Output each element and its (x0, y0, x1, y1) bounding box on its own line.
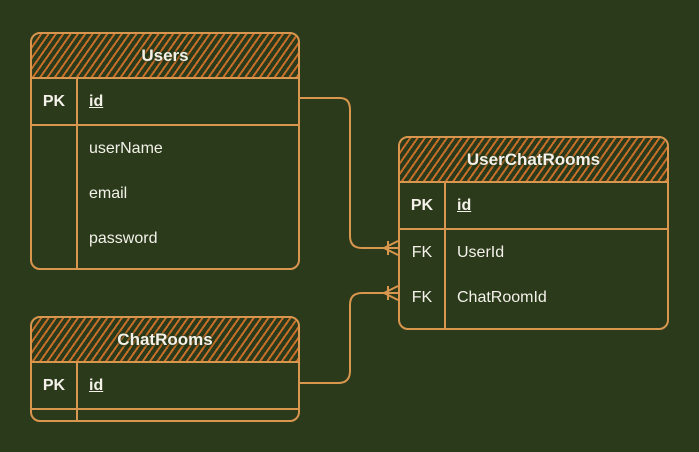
userchatrooms-table[interactable]: UserChatRooms PK id FK UserId FK ChatRoo… (398, 136, 669, 330)
field-row: password (32, 216, 298, 261)
table-title: ChatRooms (32, 318, 298, 363)
pk-row: PK id (32, 79, 298, 126)
chatrooms-table[interactable]: ChatRooms PK id (30, 316, 300, 422)
field-userid: UserId (457, 243, 505, 261)
field-row: userName (32, 126, 298, 171)
pk-label: PK (42, 92, 66, 110)
table-title: UserChatRooms (400, 138, 667, 183)
pk-row: PK id (400, 183, 667, 230)
column-divider (444, 181, 446, 328)
field-email: email (89, 184, 128, 202)
crow-foot-icon (383, 240, 399, 256)
field-username: userName (89, 139, 163, 157)
fk-label: FK (411, 243, 433, 261)
field-row: FK UserId (400, 230, 667, 275)
field-row: email (32, 171, 298, 216)
users-table[interactable]: Users PK id userName email password (30, 32, 300, 270)
pk-field: id (89, 92, 104, 110)
table-title: Users (32, 34, 298, 79)
pk-field: id (457, 196, 472, 214)
pk-field: id (89, 376, 104, 394)
pk-label: PK (410, 196, 434, 214)
fk-label: FK (411, 288, 433, 306)
users-to-userchatrooms-connector (300, 97, 398, 249)
column-divider (76, 77, 78, 268)
field-row: FK ChatRoomId (400, 275, 667, 320)
field-password: password (89, 229, 158, 247)
column-divider (76, 361, 78, 420)
pk-label: PK (42, 376, 66, 394)
chatrooms-to-userchatrooms-connector (300, 292, 398, 384)
field-chatroomid: ChatRoomId (457, 288, 547, 306)
crow-foot-icon (383, 285, 399, 301)
pk-row: PK id (32, 363, 298, 410)
